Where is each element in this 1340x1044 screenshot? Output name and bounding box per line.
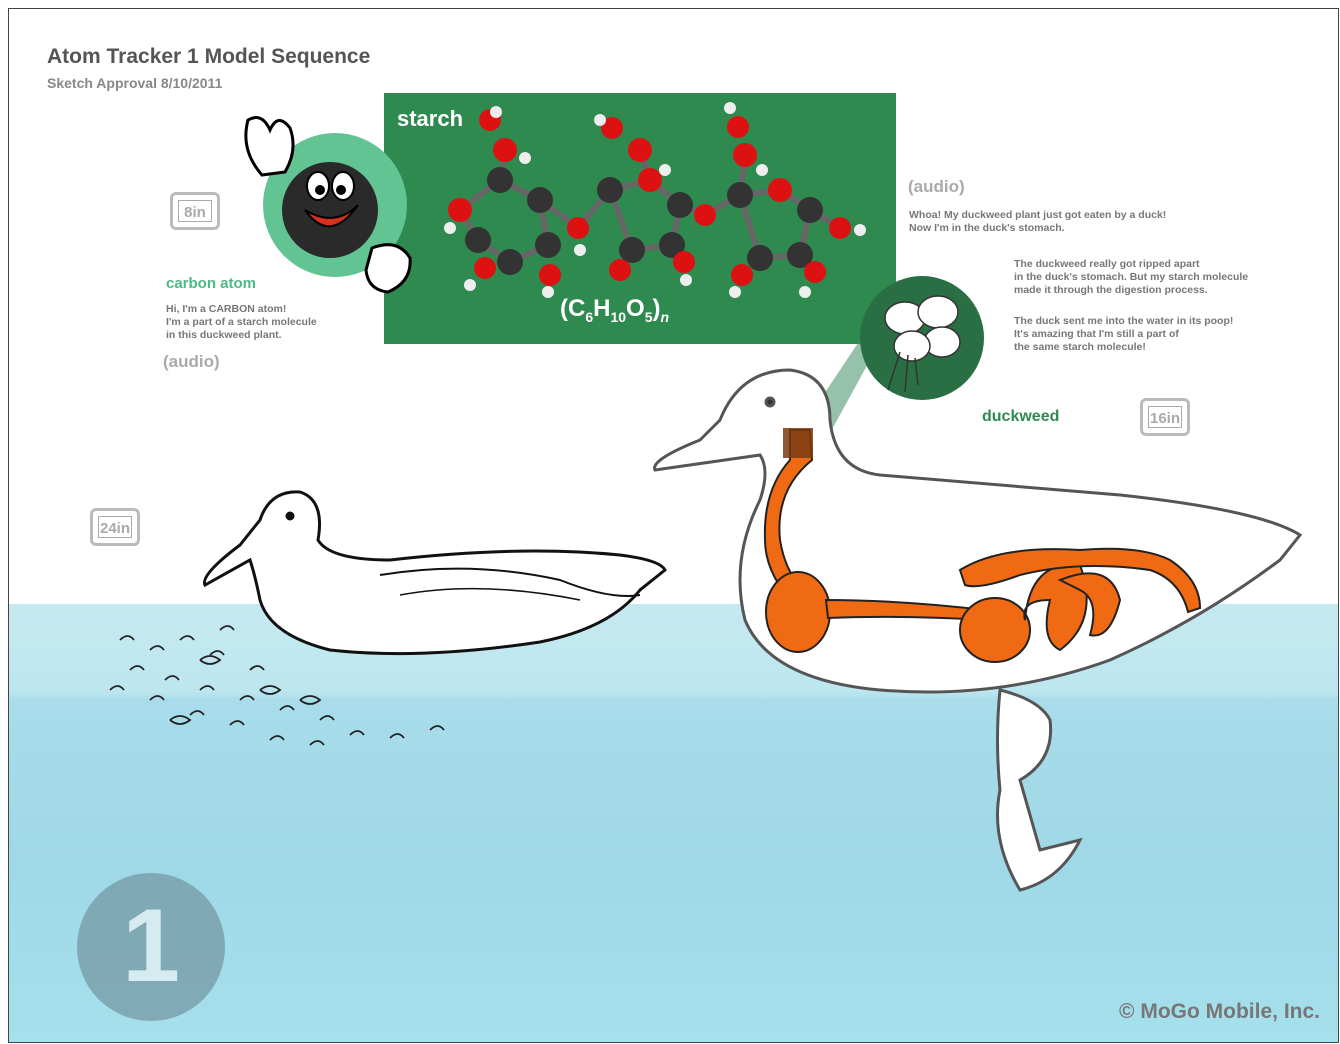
starch-molecule	[460, 150, 840, 262]
narration-line-3: The duck sent me into the water in its p…	[1014, 315, 1233, 354]
copyright: © MoGo Mobile, Inc.	[1119, 1000, 1320, 1024]
tablet-screen: 8in	[170, 192, 220, 230]
tablet-hands-icon: 16in	[1110, 378, 1220, 468]
narration-line-2: The duckweed really got ripped apart in …	[1014, 258, 1248, 297]
narration-line-1: Whoa! My duckweed plant just got eaten b…	[909, 209, 1166, 235]
molecule-formula: (C6H10O5)n	[560, 295, 669, 325]
page-title: Atom Tracker 1 Model Sequence	[47, 45, 370, 69]
tablet-screen: 16in	[1140, 398, 1190, 436]
formula-open: (C	[560, 295, 585, 322]
formula-o: O	[626, 295, 645, 322]
scene-number-badge: 1	[77, 873, 225, 1021]
swimming-duck	[204, 492, 665, 654]
scene-number: 1	[77, 887, 225, 1006]
device-size-label: 24in	[98, 516, 132, 538]
character-dialogue: Hi, I'm a CARBON atom! I'm a part of a s…	[166, 303, 317, 342]
esophagus-highlight	[783, 428, 813, 458]
formula-close: )	[653, 295, 661, 322]
tablet-screen: 24in	[90, 508, 140, 546]
formula-h-sub: 10	[610, 309, 626, 325]
formula-c-sub: 6	[585, 309, 593, 325]
character-label: carbon atom	[166, 275, 256, 292]
device-size-label: 16in	[1148, 406, 1182, 428]
formula-o-sub: 5	[645, 309, 653, 325]
formula-n: n	[661, 309, 670, 325]
audio-tag-left: (audio)	[163, 352, 220, 372]
audio-tag-right: (audio)	[908, 177, 965, 197]
plant-label: duckweed	[982, 408, 1059, 426]
formula-h: H	[593, 295, 610, 322]
tablet-hands-icon: 8in	[140, 172, 250, 262]
page-subtitle: Sketch Approval 8/10/2011	[47, 75, 222, 91]
starch-atoms	[444, 102, 866, 298]
tablet-hands-icon: 24in	[60, 488, 170, 578]
device-size-label: 8in	[178, 200, 212, 222]
molecule-name: starch	[397, 106, 463, 132]
